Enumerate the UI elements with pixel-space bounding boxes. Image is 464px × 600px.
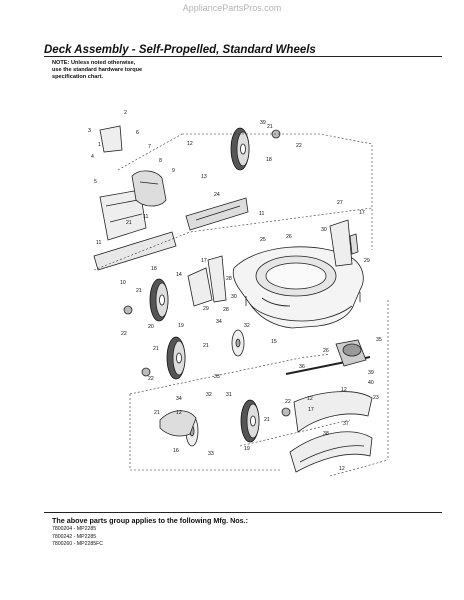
guide-lines [93, 133, 389, 477]
callout-30: 30 [231, 294, 237, 300]
callout-39-right: 39 [368, 370, 374, 376]
front-wheel-left [149, 278, 169, 322]
callout-13: 13 [201, 174, 207, 180]
bracket-knob [99, 125, 291, 437]
note-line: specification chart. [52, 74, 103, 80]
callout-23: 23 [373, 395, 379, 401]
rear-skirt [93, 231, 177, 271]
callout-1: 1 [98, 142, 101, 148]
callout-19-top: 19 [178, 323, 184, 329]
callout-32-low: 32 [206, 392, 212, 398]
callout-5: 5 [94, 179, 97, 185]
callout-25: 25 [260, 237, 266, 243]
callout-6: 6 [136, 130, 139, 136]
callout-21: 21 [136, 288, 142, 294]
callout-21-left: 21 [126, 220, 132, 226]
callout-22-low: 22 [148, 376, 154, 382]
callout-12-bottom: 12 [176, 410, 182, 416]
note-line: use the standard hardware torque [52, 67, 143, 73]
rear-wheel-top [230, 127, 250, 171]
callout-7: 7 [148, 144, 151, 150]
callout-26: 26 [323, 348, 329, 354]
callout-21-low: 21 [153, 346, 159, 352]
callout-22: 22 [296, 143, 302, 149]
callout-39: 39 [260, 120, 266, 126]
callout-26-top: 26 [286, 234, 292, 240]
callout-29-right: 29 [364, 258, 370, 264]
callout-33-mid: 33 [214, 374, 220, 380]
callout-24: 24 [214, 192, 220, 198]
callouts: 2 3 6 1 7 4 8 9 5 12 13 39 21 22 18 24 2… [88, 110, 382, 472]
note-line: NOTE: Unless noted otherwise, [52, 60, 136, 66]
callout-28-top: 28 [226, 276, 232, 282]
watermark: AppliancePartsPros.com [182, 3, 282, 13]
callout-33: 33 [208, 451, 214, 457]
callout-37: 37 [343, 421, 349, 427]
mower-deck [232, 246, 364, 329]
callout-22-right: 22 [285, 399, 291, 405]
callout-21-wheel: 21 [264, 417, 270, 423]
model-number: 7800204 - MP2285 [52, 526, 97, 532]
callout-12-right: 12 [341, 387, 347, 393]
callout-11-left: 11 [143, 214, 148, 220]
callout-15: 15 [271, 339, 277, 345]
callout-17-right: 17 [359, 210, 365, 216]
callout-30-right: 30 [321, 227, 327, 233]
callout-12: 12 [307, 396, 313, 402]
callout-22-left: 22 [121, 331, 127, 337]
callout-9: 9 [172, 168, 175, 174]
callout-35: 35 [376, 337, 382, 343]
callout-20: 20 [148, 324, 154, 330]
page-title: Deck Assembly - Self-Propelled, Standard… [44, 44, 316, 56]
callout-12-top: 12 [187, 141, 193, 147]
callout-2: 2 [124, 110, 127, 116]
gear-disc [231, 329, 245, 357]
callout-34-top: 34 [216, 319, 222, 325]
rear-wheel-bottom [240, 399, 260, 443]
torque-note: NOTE: Unless noted otherwise, use the st… [52, 60, 142, 81]
model-list: 7800204 - MP2285 7800242 - MP2285 780026… [52, 526, 103, 549]
callout-14: 14 [176, 272, 182, 278]
rear-door [99, 189, 147, 241]
callout-32: 32 [244, 323, 250, 329]
applies-heading: The above parts group applies to the fol… [52, 516, 249, 525]
title-rule [44, 56, 442, 57]
callout-17: 17 [201, 258, 207, 264]
model-number: 7800260 - MP2285FC [52, 541, 104, 547]
height-adjuster-right [329, 219, 359, 267]
callout-40: 40 [368, 380, 374, 386]
callout-31: 31 [226, 392, 232, 398]
callout-18: 18 [266, 157, 272, 163]
callout-11: 11 [96, 240, 101, 246]
drive-cover-lower [289, 431, 373, 473]
callout-4: 4 [91, 154, 94, 160]
callout-18-left: 18 [151, 266, 157, 272]
rear-wheel-left [166, 336, 186, 380]
callout-36: 36 [299, 364, 305, 370]
mulch-plug [131, 170, 167, 207]
model-number: 7800242 - MP2285 [52, 533, 97, 540]
callout-10: 10 [120, 280, 126, 286]
callout-3: 3 [88, 128, 91, 134]
transmission [335, 339, 367, 367]
callout-21-top: 21 [267, 124, 273, 130]
callout-17-low: 17 [308, 407, 314, 413]
callout-12-lower: 12 [339, 466, 345, 472]
bottom-rule [44, 512, 442, 513]
callout-38: 38 [323, 431, 329, 437]
callout-34: 34 [176, 396, 182, 402]
callout-28: 28 [223, 307, 229, 313]
callout-29: 29 [203, 306, 209, 312]
callout-21-mid: 21 [203, 343, 209, 349]
height-adjuster-left [187, 255, 227, 307]
callout-11-mid: 11 [259, 211, 264, 217]
baffle [185, 197, 249, 231]
drive-cover-upper [293, 391, 373, 433]
callout-19: 19 [244, 446, 250, 452]
callout-8: 8 [159, 158, 162, 164]
callout-21-bottom: 21 [154, 410, 160, 416]
callout-16: 16 [173, 448, 179, 454]
callout-27: 27 [337, 200, 343, 206]
